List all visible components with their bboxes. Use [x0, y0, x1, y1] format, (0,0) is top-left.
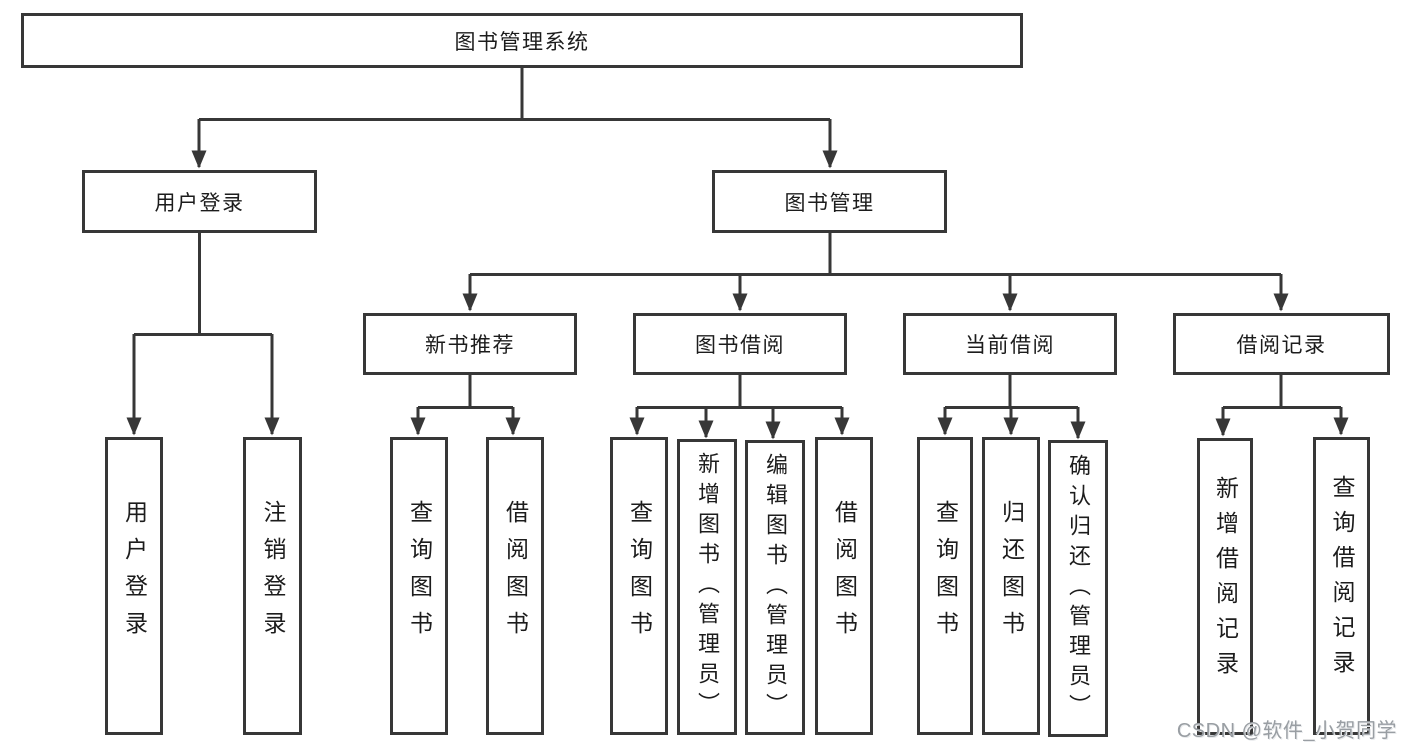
leaf-rec-borrow-book: 借阅图书	[486, 437, 544, 735]
leaf-borrow-query-book: 查询图书	[610, 437, 668, 735]
node-borrowing-records-label: 借阅记录	[1236, 334, 1327, 357]
leaf-logout-label: 注销登录	[260, 500, 286, 648]
leaf-query-borrow-record: 查询借阅记录	[1313, 437, 1370, 735]
leaf-return-book-label: 归还图书	[998, 500, 1025, 648]
leaf-current-query-book: 查询图书	[917, 437, 973, 735]
node-root-system: 图书管理系统	[21, 13, 1023, 68]
leaf-confirm-return-admin-label: 确认归还（管理员）	[1066, 453, 1091, 724]
node-book-management: 图书管理	[712, 170, 947, 233]
leaf-rec-query-book: 查询图书	[390, 437, 448, 735]
leaf-return-book: 归还图书	[982, 437, 1040, 735]
node-book-borrowing-label: 图书借阅	[695, 334, 785, 357]
leaf-edit-book-admin: 编辑图书（管理员）	[745, 440, 805, 735]
leaf-rec-borrow-book-label: 借阅图书	[502, 500, 529, 648]
node-current-borrowing-label: 当前借阅	[965, 334, 1055, 357]
node-user-login: 用户登录	[82, 170, 317, 233]
leaf-borrow-query-book-label: 查询图书	[626, 500, 653, 648]
node-new-book-recommendation: 新书推荐	[363, 313, 577, 375]
node-current-borrowing: 当前借阅	[903, 313, 1117, 375]
leaf-user-login: 用户登录	[105, 437, 163, 735]
leaf-user-login-label: 用户登录	[121, 500, 148, 648]
node-root-system-label: 图书管理系统	[454, 30, 590, 54]
leaf-borrow-borrow-book-label: 借阅图书	[831, 500, 858, 648]
leaf-logout: 注销登录	[243, 437, 302, 735]
node-user-login-label: 用户登录	[154, 191, 245, 215]
leaf-borrow-borrow-book: 借阅图书	[815, 437, 873, 735]
leaf-add-book-admin: 新增图书（管理员）	[677, 439, 737, 735]
leaf-edit-book-admin-label: 编辑图书（管理员）	[763, 452, 788, 723]
leaf-add-borrow-record: 新增借阅记录	[1197, 438, 1253, 735]
leaf-query-borrow-record-label: 查询借阅记录	[1329, 475, 1355, 685]
leaf-add-book-admin-label: 新增图书（管理员）	[695, 452, 720, 722]
csdn-watermark: CSDN @软件_小贺同学	[1176, 720, 1397, 742]
node-book-management-label: 图书管理	[784, 191, 875, 215]
leaf-current-query-book-label: 查询图书	[932, 500, 959, 648]
leaf-rec-query-book-label: 查询图书	[406, 500, 433, 648]
leaf-confirm-return-admin: 确认归还（管理员）	[1048, 440, 1108, 737]
node-borrowing-records: 借阅记录	[1173, 313, 1390, 375]
node-book-borrowing: 图书借阅	[633, 313, 847, 375]
leaf-add-borrow-record-label: 新增借阅记录	[1212, 475, 1239, 686]
node-new-book-recommendation-label: 新书推荐	[425, 334, 515, 357]
